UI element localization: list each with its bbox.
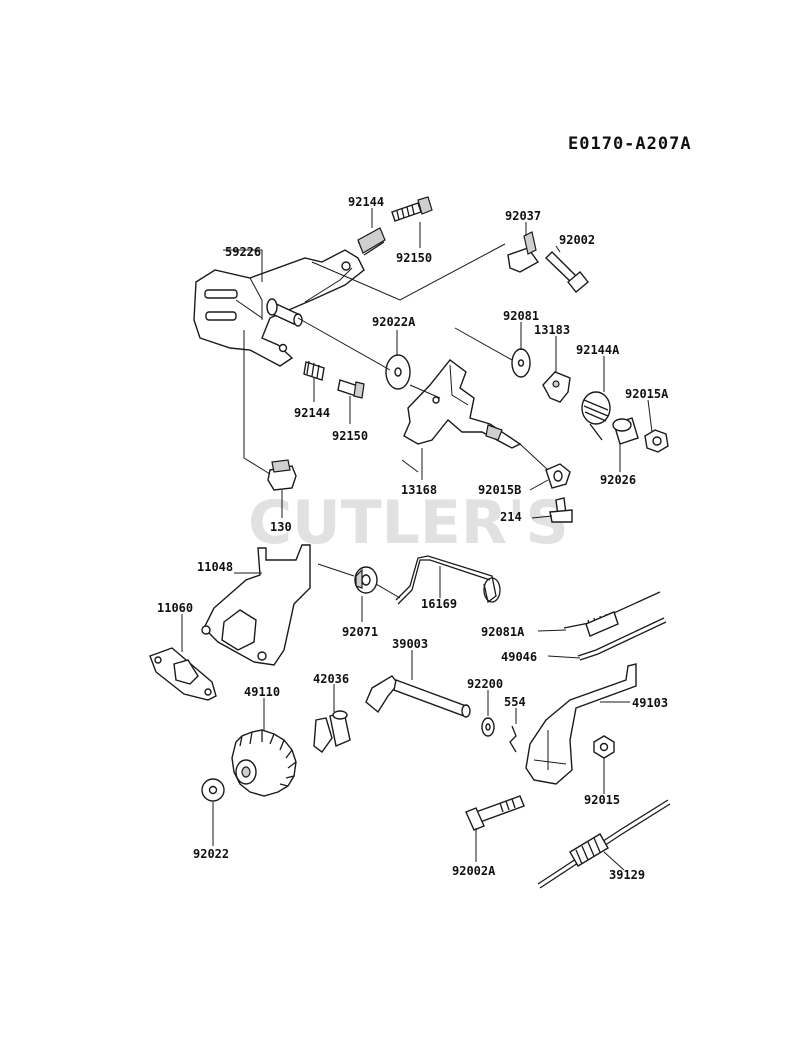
label-13183: 13183 — [534, 323, 570, 337]
gasket-11060 — [149, 647, 217, 701]
label-92071: 92071 — [342, 625, 378, 639]
washer-92022 — [201, 778, 225, 802]
rod-49046 — [577, 617, 667, 661]
top-leader-lines — [223, 208, 653, 519]
bolt-92002 — [545, 251, 589, 293]
label-92015: 92015 — [584, 793, 620, 807]
washer-92200 — [481, 717, 495, 737]
shaft-lever-39003 — [365, 675, 471, 718]
label-92026: 92026 — [600, 473, 636, 487]
label-130: 130 — [270, 520, 292, 534]
spring-39129 — [537, 799, 671, 889]
rod-16169 — [395, 555, 501, 605]
label-49110: 49110 — [244, 685, 280, 699]
pin-554 — [509, 725, 517, 753]
bracket-11048 — [201, 544, 311, 666]
label-92022: 92022 — [193, 847, 229, 861]
spring-92081A — [563, 591, 661, 637]
governor-arm-49103 — [525, 663, 637, 785]
label-39129: 39129 — [609, 868, 645, 882]
label-554: 554 — [504, 695, 526, 709]
washer-92081 — [511, 348, 531, 378]
spring-92144-top — [357, 227, 386, 256]
washer-92022A — [385, 354, 411, 390]
label-49103: 49103 — [632, 696, 668, 710]
label-11060: 11060 — [157, 601, 193, 615]
label-92015A: 92015A — [625, 387, 669, 401]
lower-leader-lines — [181, 563, 630, 871]
lever-13168 — [403, 359, 522, 449]
label-92037: 92037 — [505, 209, 541, 223]
collar-92026 — [612, 417, 639, 445]
label-92150-top: 92150 — [396, 251, 432, 265]
shaft-pin — [266, 298, 303, 327]
label-92015B: 92015B — [478, 483, 521, 497]
bolt-92150-top — [391, 196, 433, 222]
label-214: 214 — [500, 510, 522, 524]
gear-49110 — [231, 729, 297, 797]
bolt-130 — [267, 459, 297, 491]
label-16169: 16169 — [421, 597, 457, 611]
label-92144-lower: 92144 — [294, 406, 330, 420]
nut-92015B — [545, 463, 571, 489]
label-92002A: 92002A — [452, 864, 496, 878]
label-39003: 39003 — [392, 637, 428, 651]
label-92150-lower: 92150 — [332, 429, 368, 443]
label-92081A: 92081A — [481, 625, 525, 639]
clip-92037 — [507, 231, 540, 273]
label-92200: 92200 — [467, 677, 503, 691]
spring-92144A — [581, 391, 611, 441]
label-42036: 42036 — [313, 672, 349, 686]
label-92144-top: 92144 — [348, 195, 384, 209]
label-92002: 92002 — [559, 233, 595, 247]
cam-13183 — [542, 371, 571, 403]
bolt-92002A — [465, 795, 525, 831]
nut-92015 — [593, 735, 615, 759]
label-92022A: 92022A — [372, 315, 416, 329]
shaft-42036 — [313, 710, 351, 753]
screw-214 — [549, 497, 573, 523]
label-92144A: 92144A — [576, 343, 620, 357]
label-11048: 11048 — [197, 560, 233, 574]
label-13168: 13168 — [401, 483, 437, 497]
label-59226: 59226 — [225, 245, 261, 259]
label-92081: 92081 — [503, 309, 539, 323]
nut-92015A — [644, 429, 669, 453]
bushing-92071 — [354, 566, 378, 594]
part-labels: 92144 92150 59226 92037 92002 92022A 920… — [157, 195, 669, 882]
spring-92144-lower — [303, 360, 325, 381]
bolt-92150-lower — [337, 379, 365, 399]
label-49046: 49046 — [501, 650, 537, 664]
diagram-code: E0170-A207A — [568, 134, 692, 154]
